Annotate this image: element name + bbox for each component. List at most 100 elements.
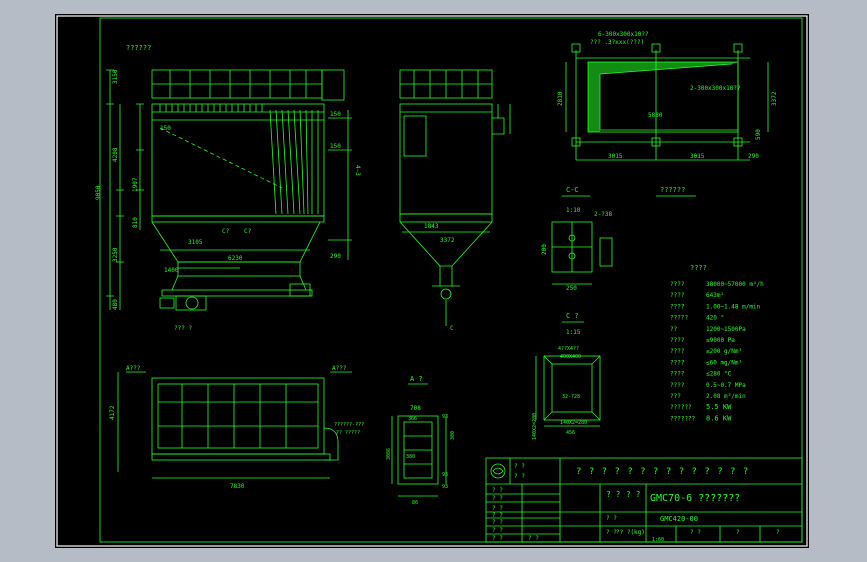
section-c2-title: C ? [566, 312, 579, 320]
tb-cell: ? ? [690, 529, 701, 536]
section-c2-dim: 140X2=280 [532, 413, 538, 440]
bottom-dim: 4172 [109, 405, 116, 420]
front-dim: 290 [330, 253, 341, 260]
title-head-label: ? ? [514, 473, 525, 480]
section-c2-dim: 400X400 [560, 354, 581, 360]
bottom-note: ??????-??? [334, 422, 364, 428]
tb-cell: ? ? [606, 490, 621, 499]
side-dim: 3372 [440, 237, 455, 244]
spec-label: ?? [670, 326, 678, 333]
spec-value: 420 ° [706, 315, 724, 322]
plan-view-text: 6-300x300x10?? ??? .3?xxx(???) 2-300x300… [557, 31, 778, 160]
section-a [391, 383, 447, 497]
section-a-dim: 708 [410, 405, 421, 412]
spec-label: ?????? [670, 404, 692, 411]
spec-value: 643m² [706, 292, 724, 299]
spec-label: ???? [670, 348, 685, 355]
tb-small: ? ? [492, 487, 503, 494]
spec-value: ≤200 g/Nm³ [706, 348, 742, 355]
bottom-view [117, 371, 352, 479]
plan-dim: 3015 [608, 153, 623, 160]
section-a-dim: 300 [450, 431, 456, 440]
section-cc-text: C-C 1:10 2-?38 200 250 [541, 186, 612, 292]
spec-label: ???? [670, 337, 685, 344]
title-block [485, 457, 803, 543]
plan-view [565, 43, 769, 161]
spec-label: ???? [670, 382, 685, 389]
section-cc-dim: 200 [541, 244, 548, 255]
spec-value: ≤280 °C [706, 371, 732, 378]
section-a-dim: 380 [406, 454, 415, 460]
spec-value: 5.5 KW [706, 403, 732, 411]
section-c2-dim: 456 [566, 430, 575, 436]
side-view [399, 69, 511, 326]
front-dim: 480 [112, 299, 119, 310]
spec-label: ???? [670, 359, 685, 366]
front-view-text: ?????? 3150 9050 4208 1907 810 3250 480 … [95, 44, 361, 332]
section-cc-title: C-C [566, 186, 579, 194]
tb-small: ? ? [492, 519, 503, 526]
tb-small: ? ? [492, 495, 503, 502]
front-dim: 150 [330, 143, 341, 150]
plan-note: 2-300x300x10?? [690, 85, 741, 92]
tb-small: ? ? [492, 512, 503, 519]
front-dim: 1907 [132, 177, 139, 192]
title-head-label: ? ? [514, 463, 525, 470]
sheet-frame [56, 15, 808, 547]
spec-label: ????? [670, 315, 688, 322]
bottom-label: A??? [126, 365, 141, 372]
spec-table: ????38000~57000 m³/h????643m²????1.00~1.… [670, 281, 764, 422]
plan-dim: 5880 [648, 112, 663, 119]
section-cc-dim: 2-?38 [594, 211, 612, 218]
spec-value: 2.08 m³/min [706, 393, 746, 400]
tb-cell: ? ? [606, 515, 617, 522]
front-dim: 4208 [112, 147, 119, 162]
plan-dim: 3372 [771, 91, 778, 106]
tb-cell: ? ? [606, 529, 617, 536]
tb-ratio: 1:60 [652, 537, 664, 543]
plan-dim: 2810 [557, 91, 564, 106]
section-a-text: A ? 708 366 3086 300 380 93 93 93 86 [386, 375, 456, 506]
spec-label: ??? [670, 393, 681, 400]
tb-cell: ?? ?(kg) [616, 529, 645, 536]
spec-value: 38000~57000 m³/h [706, 281, 764, 288]
spec-value: 8.6 KW [706, 414, 732, 422]
bottom-view-text: A??? A??? 4172 7830 ??????-??? ?? ????? [109, 365, 364, 490]
front-dim: C? [222, 228, 230, 235]
side-view-text: 1843 3372 C [424, 223, 455, 332]
section-a-dim: 366 [408, 416, 417, 422]
drawing-number: GMC420-00 [660, 515, 698, 523]
section-a-dim: 86 [412, 500, 418, 506]
section-cc-scale: 1:10 [566, 207, 581, 214]
section-cc-dim: 250 [566, 285, 577, 292]
section-a-dim: 93 [442, 414, 448, 420]
section-a-dim: 93 [442, 484, 448, 490]
bottom-label: A??? [332, 365, 347, 372]
front-dim: 3250 [112, 247, 119, 262]
plan-note: ??? .3?xxx(???) [590, 39, 644, 46]
tb-small: ? ? [492, 527, 503, 534]
section-c2-dim: 32-?28 [562, 394, 580, 400]
bottom-dim: 7830 [230, 483, 245, 490]
front-dim: 150 [330, 111, 341, 118]
section-c2-dim: 4??X4?? [558, 346, 579, 352]
section-a-dim: 93 [442, 472, 448, 478]
tb-cell: ? ? [626, 490, 641, 499]
front-dim: 810 [132, 217, 139, 228]
tb-small: ? ? [492, 505, 503, 512]
spec-value: 0.5~0.7 MPa [706, 382, 746, 389]
bottom-note: ?? ????? [336, 430, 360, 436]
section-c2-text: C ? 1:15 4??X4?? 400X400 32-?28 140X2=28… [532, 312, 587, 440]
title-block-text: ? ? ? ? ? ? ? ? ? ? ? ? ? ? ? ? ? ? GMC7… [492, 463, 780, 543]
plan-dim: 590 [755, 129, 762, 140]
plan-dim: 3015 [690, 153, 705, 160]
spec-label: ???? [670, 371, 685, 378]
section-cc [551, 195, 613, 285]
spec-value: ≤60 mg/Nm³ [706, 359, 742, 366]
front-view [106, 69, 352, 311]
spec-label: ???? [670, 281, 685, 288]
spec-label: ??????? [670, 415, 696, 422]
front-dim: C? [244, 228, 252, 235]
spec-label: ???? [670, 292, 685, 299]
